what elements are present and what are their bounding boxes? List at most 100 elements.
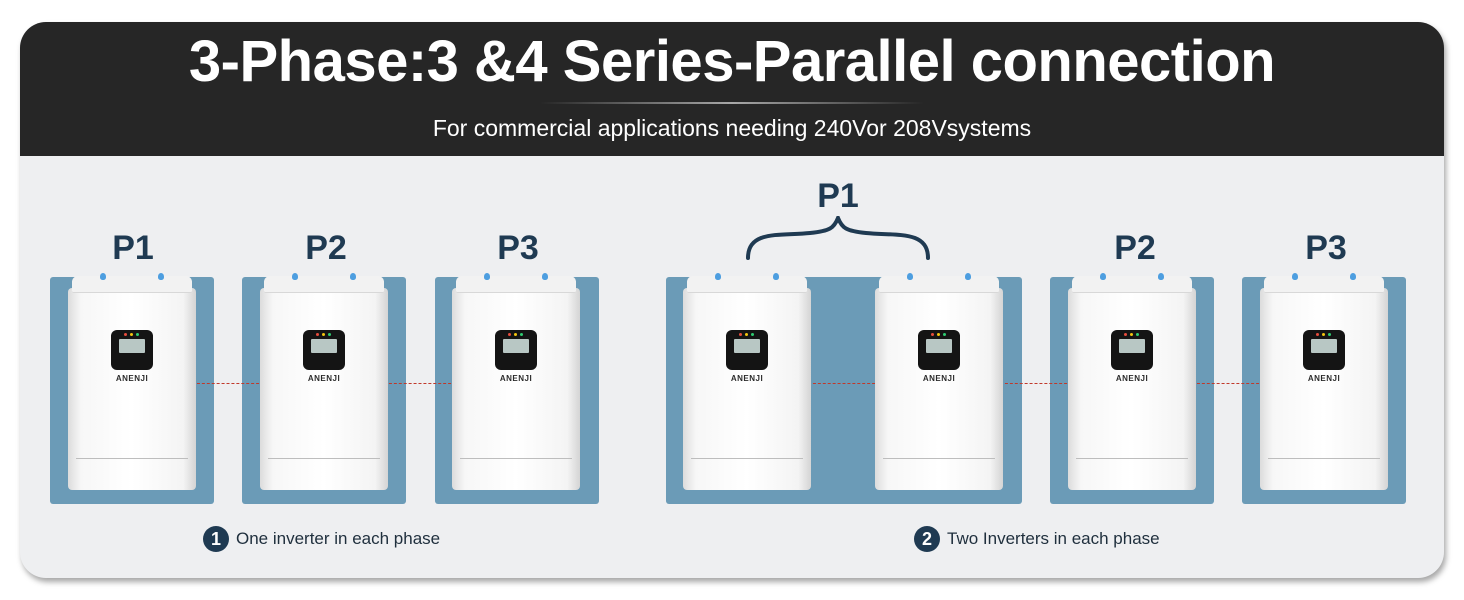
config2-p1-brace bbox=[746, 216, 930, 260]
lcd-display-icon bbox=[1111, 330, 1153, 370]
brand-logo: ANENJI bbox=[499, 374, 533, 383]
mount-tab-icon bbox=[350, 273, 356, 280]
mount-tab-icon bbox=[1158, 273, 1164, 280]
lcd-display-icon bbox=[918, 330, 960, 370]
inverter-top-cover bbox=[72, 273, 192, 293]
inverter-unit: ANENJI bbox=[1068, 273, 1196, 490]
status-led-icon bbox=[328, 333, 331, 336]
mount-tab-icon bbox=[158, 273, 164, 280]
brand-logo: ANENJI bbox=[1307, 374, 1341, 383]
status-led-icon bbox=[136, 333, 139, 336]
status-led-icon bbox=[130, 333, 133, 336]
inverter-top-cover bbox=[1264, 273, 1384, 293]
lcd-display-icon bbox=[726, 330, 768, 370]
mount-tab-icon bbox=[1350, 273, 1356, 280]
status-led-icon bbox=[937, 333, 940, 336]
lcd-screen bbox=[1311, 339, 1337, 353]
status-led-icon bbox=[514, 333, 517, 336]
inverter-body bbox=[260, 288, 388, 490]
inverter-base-line bbox=[460, 458, 572, 459]
brand-logo: ANENJI bbox=[307, 374, 341, 383]
status-led-icon bbox=[508, 333, 511, 336]
inverter-base-line bbox=[883, 458, 995, 459]
inverter-unit: ANENJI bbox=[875, 273, 1003, 490]
config2-caption: 2 Two Inverters in each phase bbox=[914, 526, 1160, 552]
config1-label-p1: P1 bbox=[112, 229, 154, 267]
inverter-base-line bbox=[691, 458, 803, 459]
config2-label-p2: P2 bbox=[1114, 229, 1156, 267]
status-led-icon bbox=[739, 333, 742, 336]
mount-tab-icon bbox=[773, 273, 779, 280]
connection-line bbox=[192, 383, 264, 384]
connection-line bbox=[1000, 383, 1072, 384]
inverter-body bbox=[875, 288, 1003, 490]
mount-tab-icon bbox=[542, 273, 548, 280]
status-led-icon bbox=[931, 333, 934, 336]
lcd-display-icon bbox=[111, 330, 153, 370]
status-led-icon bbox=[316, 333, 319, 336]
lcd-screen bbox=[734, 339, 760, 353]
status-led-icon bbox=[1328, 333, 1331, 336]
status-led-icon bbox=[1130, 333, 1133, 336]
mount-tab-icon bbox=[100, 273, 106, 280]
status-led-icon bbox=[1136, 333, 1139, 336]
inverter-top-cover bbox=[456, 273, 576, 293]
connection-line bbox=[808, 383, 880, 384]
brand-logo: ANENJI bbox=[922, 374, 956, 383]
inverter-unit: ANENJI bbox=[1260, 273, 1388, 490]
config1-label-p2: P2 bbox=[305, 229, 347, 267]
inverter-unit: ANENJI bbox=[68, 273, 196, 490]
inverter-body bbox=[1068, 288, 1196, 490]
inverter-top-cover bbox=[687, 273, 807, 293]
status-led-icon bbox=[1322, 333, 1325, 336]
lcd-screen bbox=[1119, 339, 1145, 353]
lcd-display-icon bbox=[495, 330, 537, 370]
mount-tab-icon bbox=[484, 273, 490, 280]
inverter-unit: ANENJI bbox=[452, 273, 580, 490]
status-led-icon bbox=[520, 333, 523, 336]
lcd-screen bbox=[926, 339, 952, 353]
inverter-unit: ANENJI bbox=[260, 273, 388, 490]
inverter-unit: ANENJI bbox=[683, 273, 811, 490]
status-led-icon bbox=[943, 333, 946, 336]
config2-label-p1: P1 bbox=[817, 177, 859, 215]
inverter-top-cover bbox=[1072, 273, 1192, 293]
inverter-top-cover bbox=[879, 273, 999, 293]
step-number-badge: 2 bbox=[914, 526, 940, 552]
mount-tab-icon bbox=[1100, 273, 1106, 280]
config2-label-p3: P3 bbox=[1305, 229, 1347, 267]
header-bar: 3-Phase:3 &4 Series-Parallel connection … bbox=[20, 22, 1444, 156]
inverter-body bbox=[683, 288, 811, 490]
lcd-screen bbox=[503, 339, 529, 353]
config1-caption-text: One inverter in each phase bbox=[236, 529, 441, 548]
status-led-icon bbox=[745, 333, 748, 336]
mount-tab-icon bbox=[965, 273, 971, 280]
mount-tab-icon bbox=[715, 273, 721, 280]
lcd-display-icon bbox=[1303, 330, 1345, 370]
mount-tab-icon bbox=[907, 273, 913, 280]
inverter-body bbox=[452, 288, 580, 490]
mount-tab-icon bbox=[292, 273, 298, 280]
connection-line bbox=[384, 383, 456, 384]
status-led-icon bbox=[322, 333, 325, 336]
status-led-icon bbox=[124, 333, 127, 336]
status-led-icon bbox=[751, 333, 754, 336]
header-divider bbox=[540, 102, 924, 104]
page-subtitle: For commercial applications needing 240V… bbox=[432, 115, 1032, 141]
diagram-card: 3-Phase:3 &4 Series-Parallel connection … bbox=[20, 22, 1444, 578]
inverter-body bbox=[68, 288, 196, 490]
config2-caption-text: Two Inverters in each phase bbox=[947, 529, 1160, 548]
mount-tab-icon bbox=[1292, 273, 1298, 280]
lcd-display-icon bbox=[303, 330, 345, 370]
inverter-base-line bbox=[1268, 458, 1380, 459]
inverter-top-cover bbox=[264, 273, 384, 293]
page-title: 3-Phase:3 &4 Series-Parallel connection bbox=[188, 29, 1276, 94]
inverter-base-line bbox=[1076, 458, 1188, 459]
lcd-screen bbox=[119, 339, 145, 353]
config1-label-p3: P3 bbox=[497, 229, 539, 267]
brand-logo: ANENJI bbox=[730, 374, 764, 383]
inverter-base-line bbox=[268, 458, 380, 459]
connection-line bbox=[1192, 383, 1264, 384]
lcd-screen bbox=[311, 339, 337, 353]
inverter-base-line bbox=[76, 458, 188, 459]
